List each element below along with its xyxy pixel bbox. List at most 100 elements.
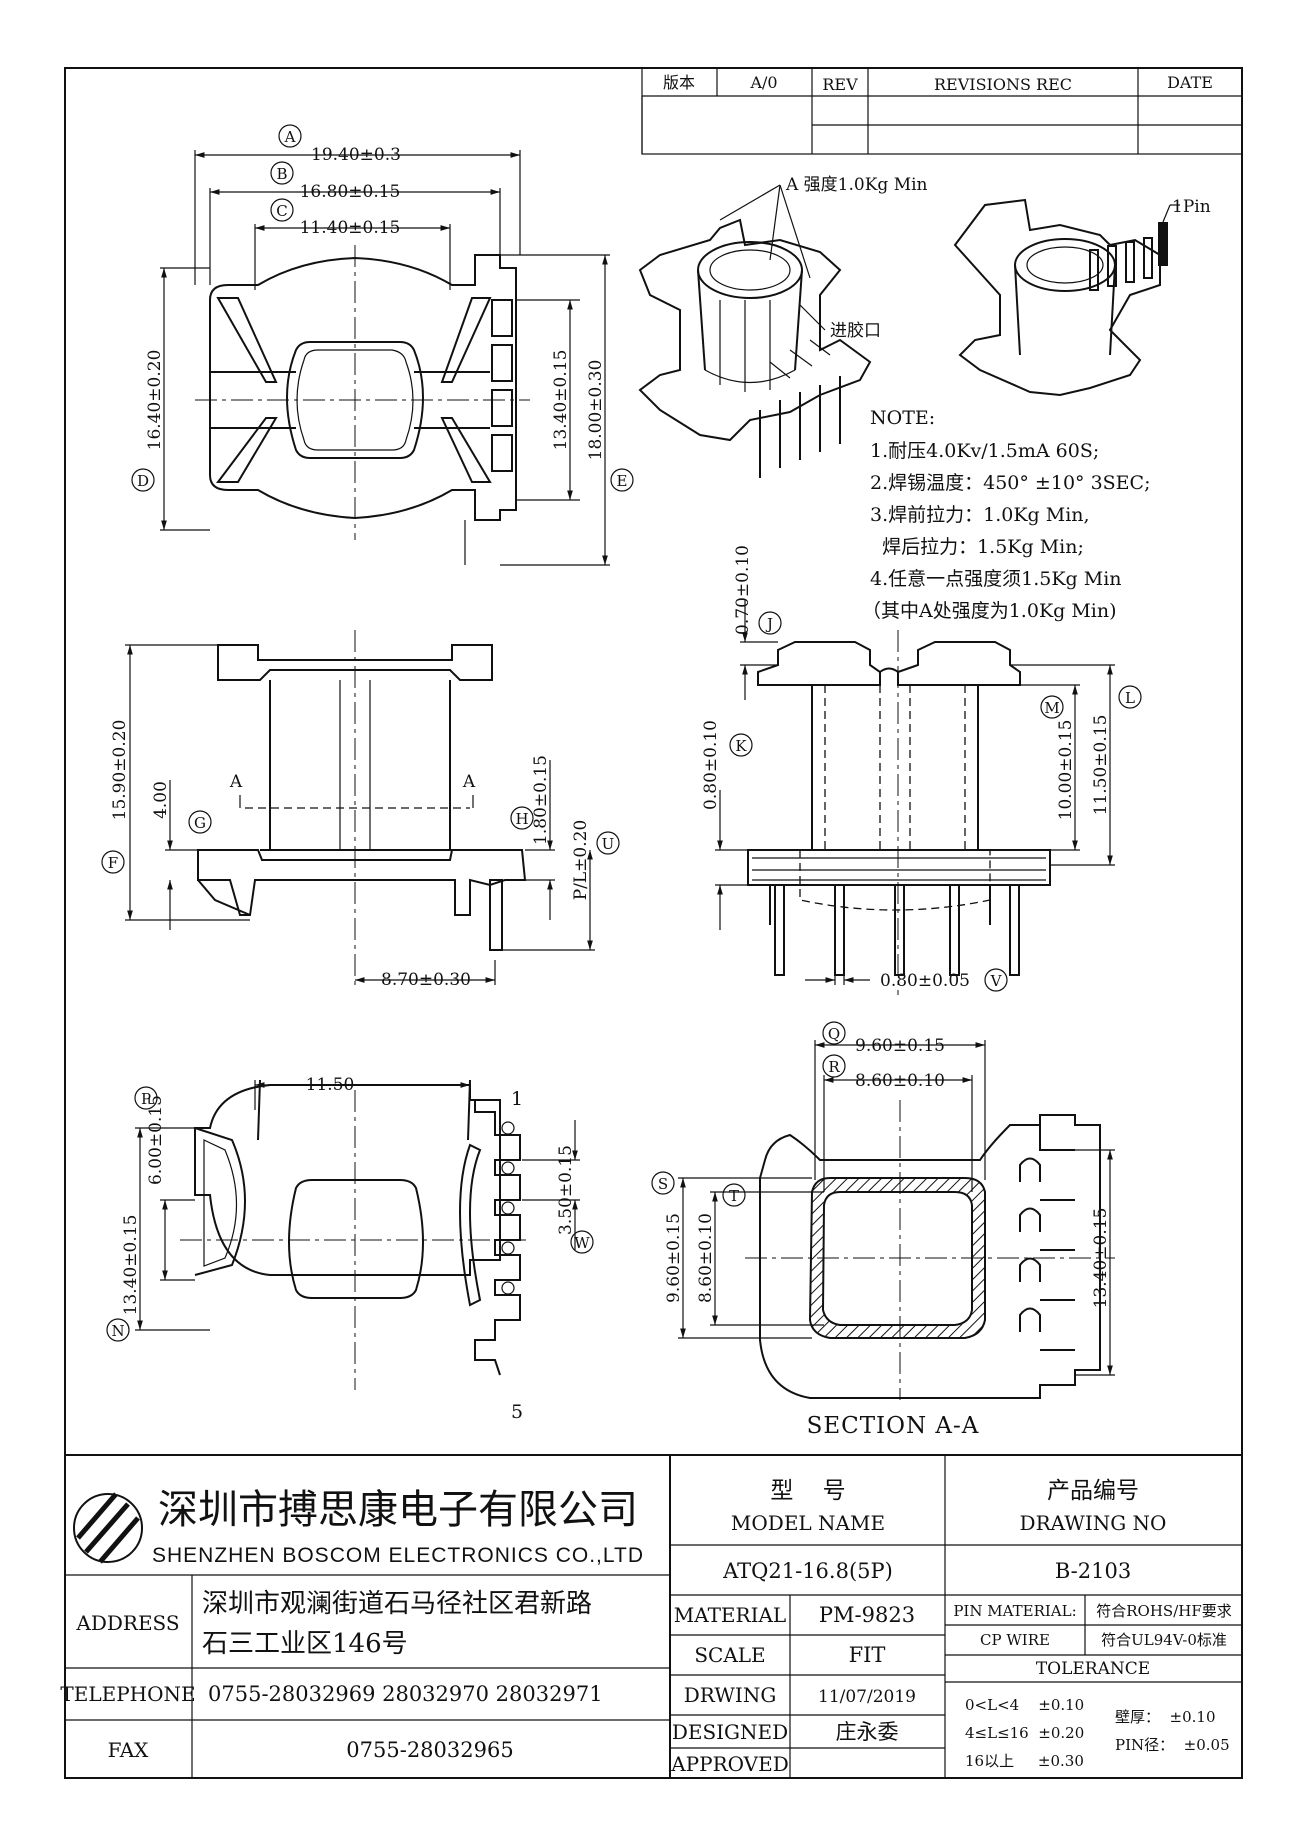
circle-label-j: J [758, 611, 782, 635]
section-mark-left: A [229, 772, 243, 792]
pin-dia-tol: PIN径： ±0.05 [1115, 1736, 1230, 1754]
iso-gate-label: 进胶口 [830, 321, 881, 341]
scale-value: FIT [849, 1643, 886, 1667]
dim-bottom-text: 8.70±0.30 [381, 970, 471, 990]
circle-label-t: T [722, 1183, 746, 1207]
note-line-4: 焊后拉力：1.5Kg Min; [870, 536, 1084, 558]
address-line-2: 石三工业区146号 [202, 1629, 408, 1659]
telephone-value: 0755-28032969 28032970 28032971 [208, 1682, 603, 1706]
bottom-view: 11.50 6.00±0.15 13.40±0.15 3.50±0.15 1 5… [106, 1075, 594, 1423]
circle-label-s: S [651, 1171, 675, 1195]
address-label: ADDRESS [75, 1611, 179, 1635]
svg-text:S: S [658, 1175, 668, 1193]
dim-t-text: 8.60±0.10 [696, 1213, 716, 1303]
circle-label-m: M [1040, 695, 1064, 719]
iso-view-right: 1Pin [953, 197, 1211, 397]
note-line-1: 1.耐压4.0Kv/1.5mA 60S; [870, 440, 1099, 462]
circle-label-l: L [1118, 685, 1142, 709]
note-line-6: （其中A处强度为1.0Kg Min) [862, 600, 1117, 622]
svg-text:E: E [617, 472, 628, 490]
circle-label-b: B [270, 161, 294, 185]
circle-label-f: F [101, 850, 125, 874]
dim-w-text: 3.50±0.15 [556, 1145, 576, 1235]
circle-label-g: G [188, 810, 212, 834]
dim-k-text: 0.80±0.10 [701, 720, 721, 810]
pin-first-label: 1 [511, 1088, 523, 1110]
svg-text:V: V [990, 972, 1003, 990]
dim-p-text: 6.00±0.15 [146, 1095, 166, 1185]
dim-b-text: 16.80±0.15 [300, 182, 401, 202]
drawing-label-cn: 产品编号 [1047, 1478, 1139, 1504]
dim-n-text: 13.40±0.15 [121, 1215, 141, 1316]
note-line-2: 2.焊锡温度：450° ±10° 3SEC; [870, 472, 1150, 494]
model-label-en: MODEL NAME [731, 1511, 885, 1535]
circle-label-w: W [570, 1230, 594, 1254]
approved-label: APPROVED [670, 1752, 789, 1776]
dim-j-text: 0.70±0.10 [733, 545, 753, 635]
circle-label-e: E [610, 468, 634, 492]
dim-g-text: 4.00 [151, 781, 171, 819]
circle-label-v: V [984, 968, 1008, 992]
wall-tol: 壁厚： ±0.10 [1115, 1708, 1216, 1726]
notes-title: NOTE: [870, 407, 935, 429]
svg-text:B: B [276, 165, 287, 183]
svg-text:D: D [137, 472, 149, 490]
dim-right-text: 13.40±0.15 [1091, 1208, 1111, 1309]
tol-line-3: 16以上 ±0.30 [965, 1752, 1084, 1770]
pin-material-value: CP WIRE [980, 1631, 1050, 1649]
material-label: MATERIAL [674, 1603, 786, 1627]
telephone-label: TELEPHONE [60, 1682, 195, 1706]
svg-text:F: F [108, 854, 118, 872]
circle-label-p: P [134, 1086, 158, 1110]
rev-version-label: 版本 [663, 73, 695, 92]
rev-label: REV [822, 75, 858, 94]
date-label: DATE [1167, 73, 1213, 92]
circle-label-u: U [596, 831, 620, 855]
dim-width-text: 11.50 [306, 1075, 355, 1095]
dim-m1-text: 13.40±0.15 [551, 350, 571, 451]
title-block: 深圳市搏思康电子有限公司 SHENZHEN BOSCOM ELECTRONICS… [60, 1454, 1242, 1778]
address-line-1: 深圳市观澜街道石马径社区君新路 [202, 1589, 592, 1619]
drwing-label: DRWING [684, 1683, 777, 1707]
dim-l-text: 11.50±0.15 [1091, 715, 1111, 816]
front-view: 0.70±0.10 0.80±0.10 10.00±0.15 11.50±0.1… [701, 545, 1142, 995]
circle-label-c: C [270, 198, 294, 222]
svg-text:R: R [828, 1058, 840, 1076]
scale-label: SCALE [694, 1643, 765, 1667]
dim-f-text: 15.90±0.20 [110, 720, 130, 821]
dim-v-text: 0.80±0.05 [880, 971, 970, 991]
svg-text:C: C [276, 202, 287, 220]
section-view: 9.60±0.15 8.60±0.10 9.60±0.15 8.60±0.10 … [651, 1021, 1115, 1439]
company-name-en: SHENZHEN BOSCOM ELECTRONICS CO.,LTD [152, 1544, 644, 1567]
circle-label-r: R [822, 1054, 846, 1078]
circle-label-k: K [729, 733, 753, 757]
revisions-label: REVISIONS REC [934, 75, 1072, 94]
model-value: ATQ21-16.8(5P) [722, 1559, 893, 1583]
notes-block: NOTE: 1.耐压4.0Kv/1.5mA 60S; 2.焊锡温度：450° ±… [862, 407, 1150, 622]
company-logo [73, 1492, 143, 1564]
drawing-label-en: DRAWING NO [1020, 1511, 1167, 1535]
fax-label: FAX [108, 1738, 150, 1762]
tol-line-1: 0<L<4 ±0.10 [965, 1696, 1084, 1714]
top-view: 19.40±0.3 16.80±0.15 11.40±0.15 16.40±0.… [131, 124, 634, 566]
note-line-3: 3.焊前拉力：1.0Kg Min, [870, 504, 1090, 526]
rev-version-value: A/0 [749, 73, 777, 92]
dim-s-text: 9.60±0.15 [664, 1213, 684, 1303]
dim-q-text: 9.60±0.15 [855, 1036, 945, 1056]
company-name-cn: 深圳市搏思康电子有限公司 [158, 1487, 638, 1533]
svg-text:A: A [284, 128, 296, 146]
pin-last-label: 5 [511, 1401, 523, 1423]
note-line-5: 4.任意一点强度须1.5Kg Min [870, 568, 1122, 590]
designed-value: 庄永委 [836, 1720, 899, 1744]
dim-m-text: 10.00±0.15 [1056, 720, 1076, 821]
tol-line-2: 4≤L≤16 ±0.20 [965, 1724, 1084, 1742]
circle-label-h: H [510, 806, 534, 830]
circle-label-a: A [278, 124, 302, 148]
drawing-value: B-2103 [1055, 1559, 1131, 1583]
material-value: PM-9823 [819, 1603, 915, 1627]
dim-c-text: 11.40±0.15 [300, 218, 401, 238]
pin-material-label: PIN MATERIAL: [953, 1602, 1076, 1620]
circle-label-d: D [131, 468, 155, 492]
dim-a-text: 19.40±0.3 [311, 145, 401, 165]
